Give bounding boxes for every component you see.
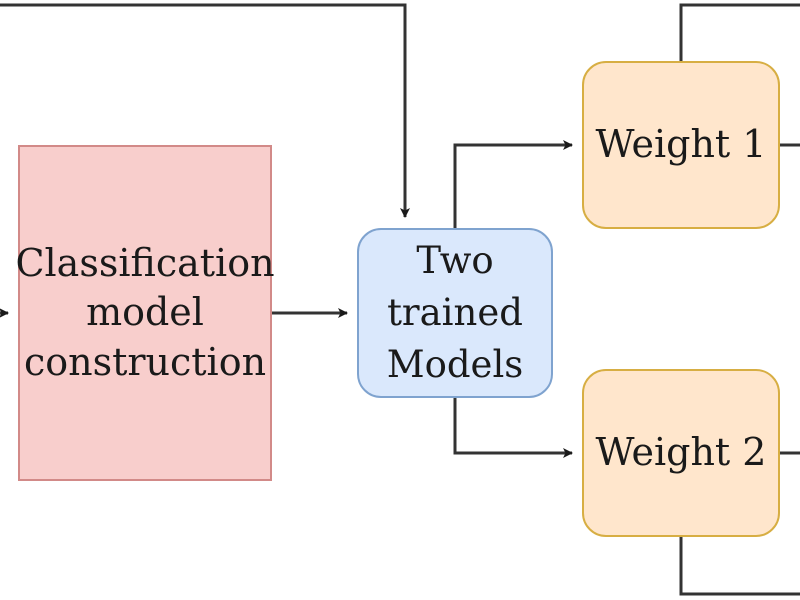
node-label: Weight 2 — [595, 430, 767, 475]
node-weight-2: Weight 2 — [582, 369, 780, 537]
edge-models-to-weight-1 — [453, 140, 573, 228]
edge-top-to-models — [0, 3, 410, 218]
node-label: Two trained Models — [386, 239, 524, 386]
edge-weight-2-bottom-out — [679, 537, 800, 596]
node-two-trained-models: Two trained Models — [357, 228, 553, 398]
edge-models-to-weight-2 — [453, 398, 573, 458]
node-weight-1: Weight 1 — [582, 61, 780, 229]
node-label: Weight 1 — [595, 122, 767, 167]
node-classification-model-construction: Classification model construction — [15, 145, 275, 481]
edge-weight-1-top-out — [679, 3, 800, 61]
node-label: Classification model construction — [15, 240, 275, 384]
